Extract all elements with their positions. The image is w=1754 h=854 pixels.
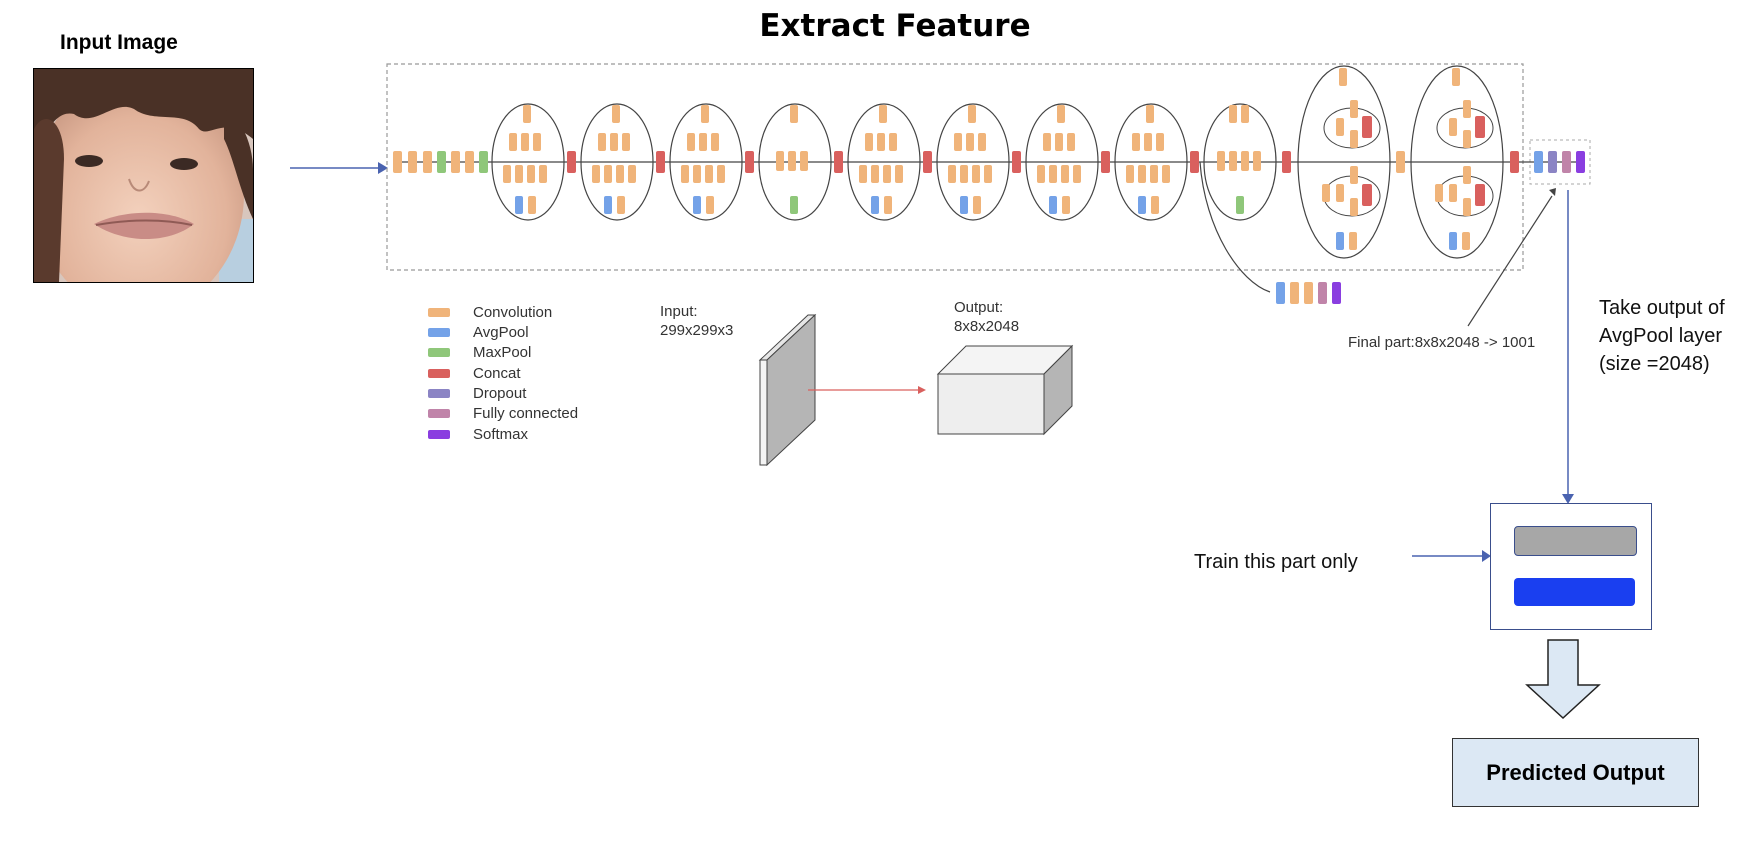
legend-label: Concat: [473, 364, 521, 382]
diagram-title: Extract Feature: [759, 8, 1031, 44]
train-part-label: Train this part only: [1194, 551, 1358, 573]
input-arrowhead: [378, 162, 388, 174]
legend-swatch: [428, 388, 450, 398]
legend-label: MaxPool: [473, 343, 532, 361]
legend-label: AvgPool: [473, 323, 529, 341]
input-tensor-label-line: Input:: [660, 303, 698, 320]
trainable-head-box: [1490, 503, 1652, 630]
output-tensor-label: Output: 8x8x2048: [954, 298, 1019, 336]
input-tensor-illustration: [758, 313, 817, 467]
input-face-image: [33, 68, 254, 283]
legend-swatch: [428, 368, 450, 378]
dense-layer-blue: [1514, 578, 1635, 606]
inception-module-3: [669, 103, 754, 221]
inception-module-4: [847, 103, 932, 221]
legend-label: Softmax: [473, 425, 529, 443]
legend-item: Convolution: [428, 302, 552, 322]
legend-swatch: [428, 307, 450, 317]
input-tensor-label: Input: 299x299x3: [660, 302, 733, 340]
legend-item: MaxPool: [428, 342, 531, 362]
final-part-label: Final part:8x8x2048 -> 1001: [1348, 334, 1536, 351]
final-layers: [1534, 151, 1585, 173]
dense-layer-gray: [1514, 526, 1637, 556]
input-image-label: Input Image: [60, 31, 178, 54]
predicted-output-box: Predicted Output: [1452, 738, 1699, 807]
legend-item: AvgPool: [428, 322, 529, 342]
auxiliary-classifier: [1199, 161, 1341, 304]
output-tensor-shape: 8x8x2048: [954, 318, 1020, 335]
inception-module-c1: [1297, 65, 1405, 259]
take-output-line: AvgPool layer: [1599, 325, 1723, 347]
inception-module-7: [1114, 103, 1199, 221]
legend-label: Convolution: [473, 303, 553, 321]
inception-module-2: [580, 103, 665, 221]
stem-layers: [393, 151, 488, 173]
legend-swatch: [428, 327, 450, 337]
legend-swatch: [428, 429, 450, 439]
feature-extractor-boundary: [386, 63, 1524, 271]
take-output-line: Take output of: [1599, 297, 1725, 319]
inception-module-1: [491, 103, 576, 221]
legend-item: Fully connected: [428, 403, 578, 423]
legend-label: Fully connected: [473, 404, 579, 422]
legend-item: Concat: [428, 363, 521, 383]
legend-label: Dropout: [473, 384, 527, 402]
legend-item: Dropout: [428, 383, 526, 403]
output-tensor-illustration: [936, 344, 1074, 436]
reduction-module-a: [758, 103, 843, 221]
take-output-line: (size =2048): [1599, 353, 1710, 375]
take-output-note: Take output of AvgPool layer (size =2048…: [1599, 294, 1754, 378]
legend-swatch: [428, 347, 450, 357]
inception-module-6: [1025, 103, 1110, 221]
legend-item: Softmax: [428, 424, 528, 444]
reduction-module-b: [1203, 103, 1291, 221]
output-down-arrow: [1525, 639, 1601, 720]
output-tensor-label-line: Output:: [954, 299, 1004, 316]
inception-module-5: [936, 103, 1021, 221]
inception-module-c2: [1410, 65, 1519, 259]
input-tensor-shape: 299x299x3: [660, 322, 734, 339]
final-part-pointer: [1467, 195, 1553, 327]
legend-swatch: [428, 408, 450, 418]
